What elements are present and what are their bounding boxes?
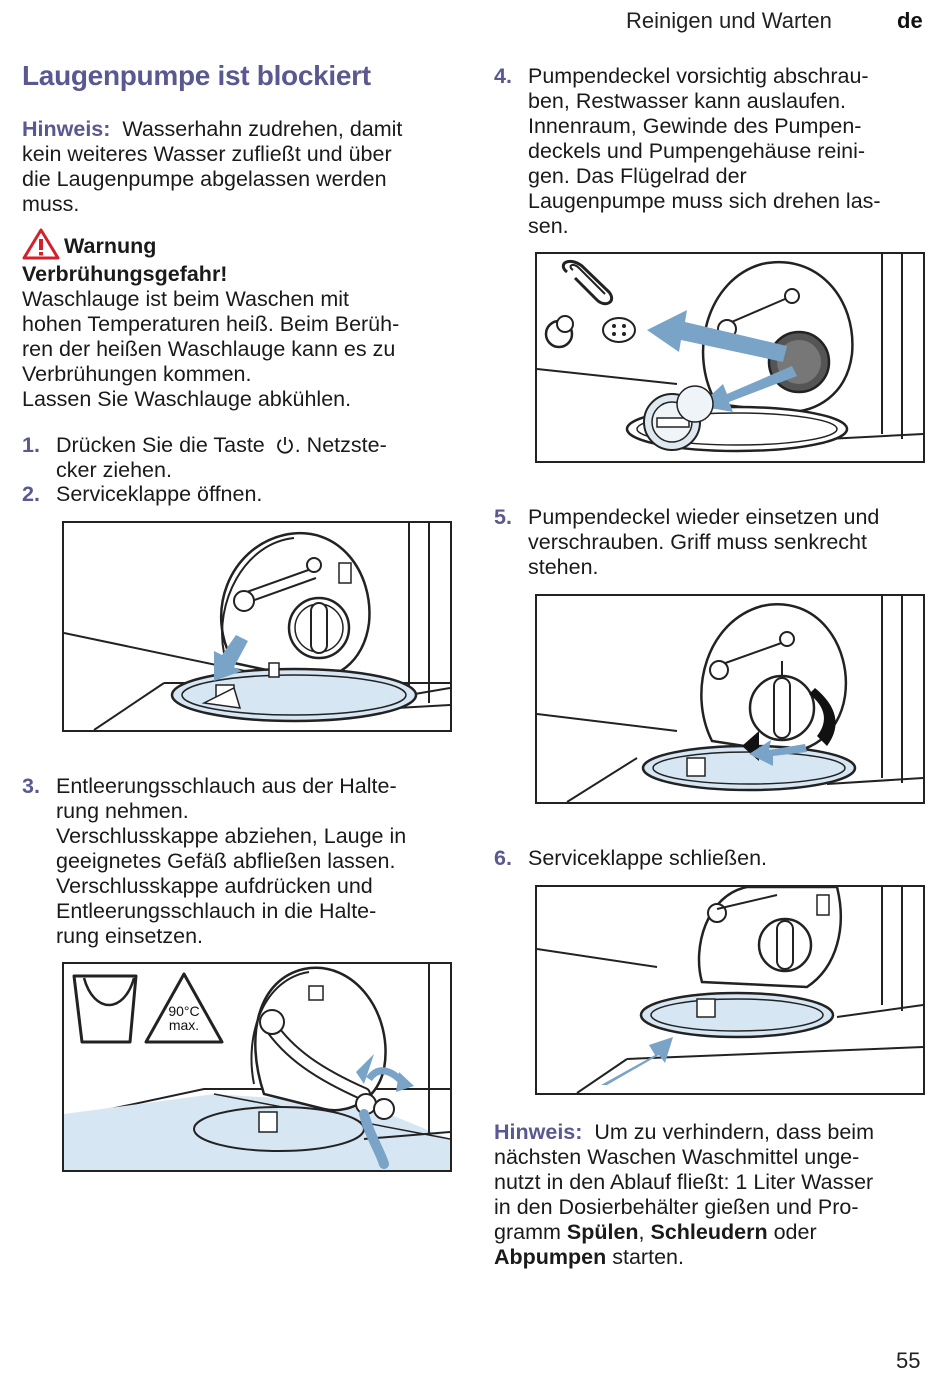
warning-title: Verbrühungsgefahr! [22, 262, 228, 286]
step-text: geeignetes Gefäß abfließen lassen. [56, 849, 396, 873]
max-label: max. [168, 1017, 200, 1033]
step-text: Entleerungsschlauch aus der Halte- [56, 774, 397, 798]
hint-block: Hinweis: Wasserhahn zudrehen, damit kein… [22, 117, 462, 217]
figure-drain-hose: 90°C max. [62, 962, 452, 1172]
hint-line: kein weiteres Wasser zufließt und über [22, 142, 392, 166]
step-number: 5. [494, 505, 512, 529]
warning-block: Warnung Verbrühungsgefahr! Waschlauge is… [22, 228, 462, 412]
page-title: Laugenpumpe ist blockiert [22, 60, 371, 91]
step-text: Pumpendeckel wieder einsetzen und [528, 505, 880, 529]
step-text: Entleerungsschlauch in die Halte- [56, 899, 377, 923]
hint-text: starten. [606, 1245, 684, 1269]
step-number: 2. [22, 482, 40, 506]
temperature-triangle-icon [144, 972, 224, 1044]
program-spuelen: Spülen [566, 1220, 639, 1244]
step-text: Pumpendeckel vorsichtig abschrau- [528, 64, 869, 88]
hint-label: Hinweis: [494, 1120, 583, 1144]
hint-line: muss. [22, 192, 80, 216]
figure-open-service-flap [62, 521, 452, 732]
step-text: Laugenpumpe muss sich drehen las- [528, 189, 881, 213]
warning-line: Waschlauge ist beim Waschen mit [22, 287, 349, 311]
step-number: 3. [22, 774, 40, 798]
page-number: 55 [896, 1348, 921, 1373]
bucket-icon [72, 974, 138, 1044]
hint-line: die Laugenpumpe abgelassen werden [22, 167, 387, 191]
step-number: 4. [494, 64, 512, 88]
step-text: gen. Das Flügelrad der [528, 164, 747, 188]
figure-close-service-flap [535, 885, 925, 1095]
step-text: Serviceklappe schließen. [528, 846, 768, 870]
hint-line: Wasserhahn zudrehen, damit [122, 117, 403, 141]
step-text: cker ziehen. [56, 458, 172, 482]
power-icon [276, 437, 293, 454]
program-abpumpen: Abpumpen [494, 1245, 607, 1269]
warning-label: Warnung [64, 234, 157, 258]
header-section-title: Reinigen und Warten [626, 8, 832, 33]
step-2: 2. Serviceklappe öffnen. [22, 482, 462, 508]
hint-line: nächsten Waschen Waschmittel unge- [494, 1145, 860, 1169]
step-text: stehen. [528, 555, 599, 579]
header-language: de [897, 8, 923, 33]
step-text: rung einsetzen. [56, 924, 204, 948]
warning-line: Verbrühungen kommen. [22, 362, 252, 386]
step-number: 6. [494, 846, 512, 870]
step-text: Innenraum, Gewinde des Pumpen- [528, 114, 862, 138]
warning-line: Lassen Sie Waschlauge abkühlen. [22, 387, 352, 411]
hint-text: gramm [494, 1220, 567, 1244]
step-1: 1. Drücken Sie die Taste . Netzste- cker… [22, 433, 462, 485]
hint-label: Hinweis: [22, 117, 111, 141]
step-text: verschrauben. Griff muss senkrecht [528, 530, 867, 554]
hint-line: Um zu verhindern, dass beim [594, 1120, 874, 1144]
warning-triangle-icon [22, 228, 60, 260]
step-text: rung nehmen. [56, 799, 189, 823]
hint-line: nutzt in den Ablauf fließt: 1 Liter Wass… [494, 1170, 874, 1194]
hint-line: in den Dosierbehälter gießen und Pro- [494, 1195, 859, 1219]
hint-block-2: Hinweis: Um zu verhindern, dass beim näc… [494, 1120, 934, 1270]
page-header: Reinigen und Warten de [0, 6, 950, 36]
step-6: 6. Serviceklappe schließen. [494, 846, 934, 872]
step-text: Verschlusskappe aufdrücken und [56, 874, 373, 898]
step-text: Verschlusskappe abziehen, Lauge in [56, 824, 407, 848]
step-text: . Netzste- [294, 433, 387, 457]
step-text: sen. [528, 214, 569, 238]
step-5: 5. Pumpendeckel wieder einsetzen und ver… [494, 505, 934, 583]
warning-line: ren der heißen Waschlauge kann es zu [22, 337, 396, 361]
step-text: Drücken Sie die Taste [56, 433, 265, 457]
temperature-label: 90°C [168, 1003, 200, 1019]
hint-text: , [638, 1220, 651, 1244]
step-text: deckels und Pumpengehäuse reini- [528, 139, 866, 163]
program-schleudern: Schleudern [650, 1220, 768, 1244]
step-4: 4. Pumpendeckel vorsichtig abschrau- ben… [494, 64, 934, 240]
step-number: 1. [22, 433, 40, 457]
step-text: Serviceklappe öffnen. [56, 482, 263, 506]
step-3: 3. Entleerungsschlauch aus der Halte- ru… [22, 774, 462, 950]
step-text: ben, Restwasser kann auslaufen. [528, 89, 846, 113]
hint-text: oder [767, 1220, 817, 1244]
figure-pump-lid-clean [535, 252, 925, 463]
warning-line: hohen Temperaturen heiß. Beim Berüh- [22, 312, 400, 336]
figure-reinsert-pump-lid [535, 594, 925, 804]
